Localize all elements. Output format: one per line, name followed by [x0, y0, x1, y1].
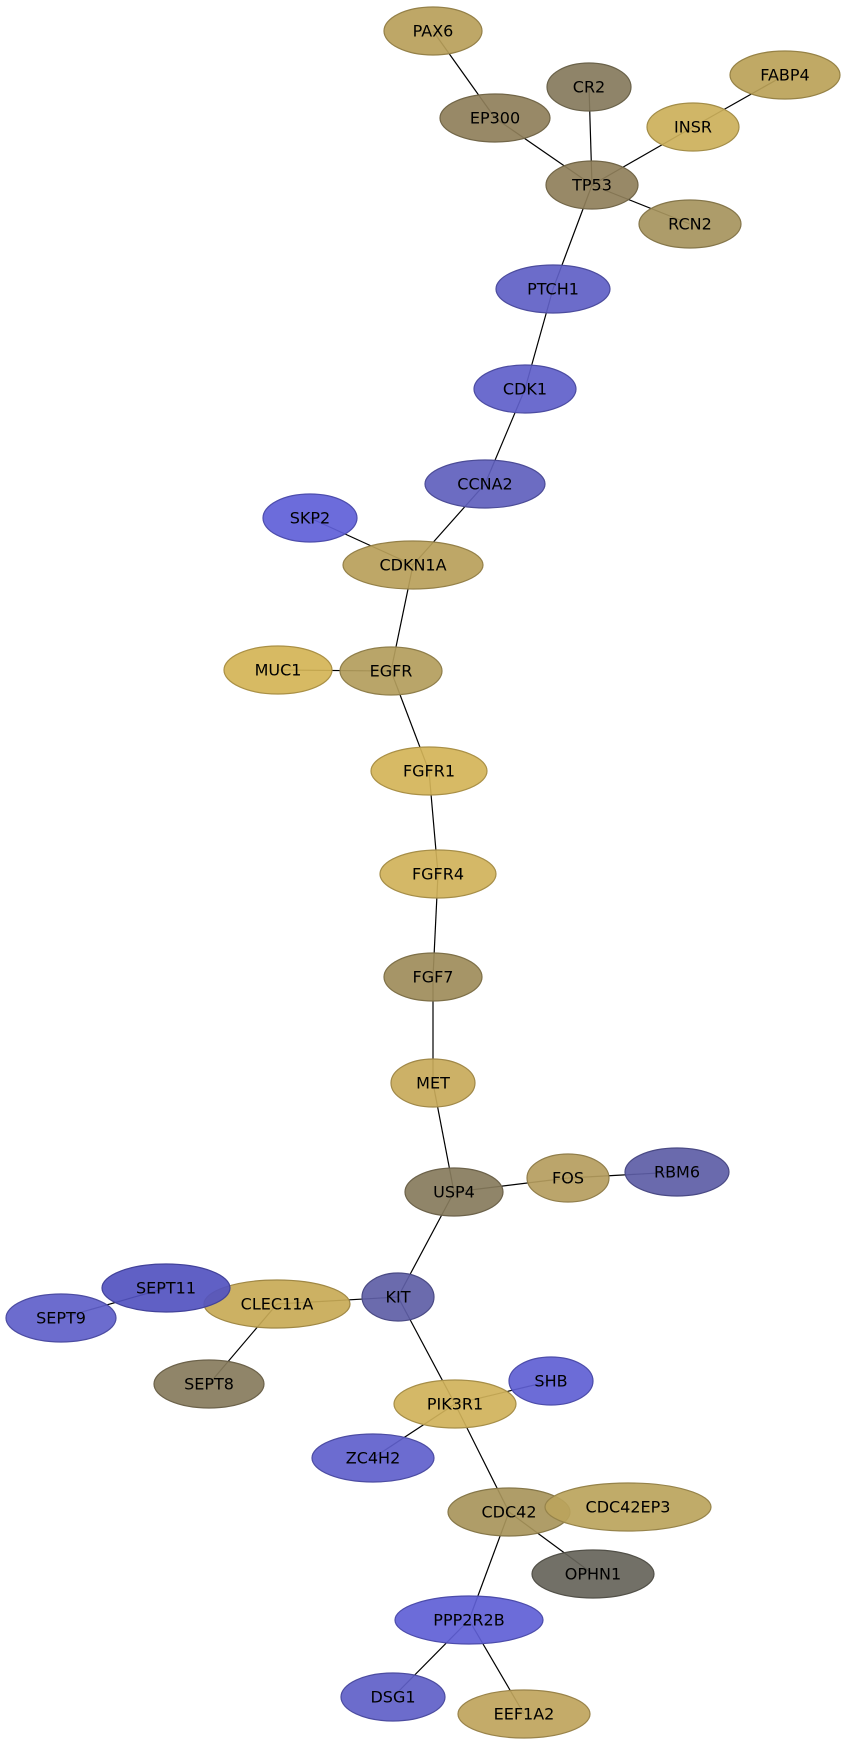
node-tp53[interactable]: TP53: [545, 160, 639, 210]
node-skp2[interactable]: SKP2: [262, 493, 358, 543]
node-ptch1[interactable]: PTCH1: [495, 264, 611, 314]
node-shape-fos[interactable]: [526, 1153, 610, 1203]
node-cr2[interactable]: CR2: [546, 62, 632, 112]
node-egfr[interactable]: EGFR: [339, 646, 443, 696]
node-shape-ccna2[interactable]: [424, 459, 546, 509]
node-eef1a2[interactable]: EEF1A2: [457, 1689, 591, 1739]
node-insr[interactable]: INSR: [646, 102, 740, 152]
node-ccna2[interactable]: CCNA2: [424, 459, 546, 509]
node-shape-ep300[interactable]: [439, 93, 551, 143]
node-shape-fgf7[interactable]: [383, 952, 483, 1002]
node-shape-insr[interactable]: [646, 102, 740, 152]
node-shape-shb[interactable]: [508, 1356, 594, 1406]
node-shape-ptch1[interactable]: [495, 264, 611, 314]
node-shape-ppp2r2b[interactable]: [394, 1595, 544, 1645]
node-shape-kit[interactable]: [361, 1272, 435, 1322]
node-shape-sept11[interactable]: [101, 1263, 231, 1313]
node-pax6[interactable]: PAX6: [383, 6, 483, 56]
node-sept11[interactable]: SEPT11: [101, 1263, 231, 1313]
node-cdk1[interactable]: CDK1: [473, 364, 577, 414]
node-shape-cr2[interactable]: [546, 62, 632, 112]
node-rbm6[interactable]: RBM6: [624, 1147, 730, 1197]
node-shape-pax6[interactable]: [383, 6, 483, 56]
node-shape-muc1[interactable]: [223, 645, 333, 695]
node-shape-fgfr1[interactable]: [370, 746, 488, 796]
node-shape-egfr[interactable]: [339, 646, 443, 696]
node-fgfr4[interactable]: FGFR4: [379, 849, 497, 899]
node-shape-pik3r1[interactable]: [393, 1379, 517, 1429]
node-cdkn1a[interactable]: CDKN1A: [342, 540, 484, 590]
node-shape-cdkn1a[interactable]: [342, 540, 484, 590]
node-shape-eef1a2[interactable]: [457, 1689, 591, 1739]
node-shape-rbm6[interactable]: [624, 1147, 730, 1197]
node-shape-sept9[interactable]: [5, 1293, 117, 1343]
node-sept8[interactable]: SEPT8: [153, 1359, 265, 1409]
node-fgf7[interactable]: FGF7: [383, 952, 483, 1002]
node-muc1[interactable]: MUC1: [223, 645, 333, 695]
node-fgfr1[interactable]: FGFR1: [370, 746, 488, 796]
node-shape-rcn2[interactable]: [638, 199, 742, 249]
node-shape-met[interactable]: [390, 1058, 476, 1108]
node-fabp4[interactable]: FABP4: [729, 50, 841, 100]
node-ep300[interactable]: EP300: [439, 93, 551, 143]
node-rcn2[interactable]: RCN2: [638, 199, 742, 249]
node-shape-dsg1[interactable]: [340, 1672, 446, 1722]
node-pik3r1[interactable]: PIK3R1: [393, 1379, 517, 1429]
node-fos[interactable]: FOS: [526, 1153, 610, 1203]
node-usp4[interactable]: USP4: [404, 1167, 504, 1217]
node-shape-fabp4[interactable]: [729, 50, 841, 100]
node-shape-zc4h2[interactable]: [311, 1433, 435, 1483]
node-zc4h2[interactable]: ZC4H2: [311, 1433, 435, 1483]
node-ophn1[interactable]: OPHN1: [531, 1549, 655, 1599]
node-dsg1[interactable]: DSG1: [340, 1672, 446, 1722]
node-ppp2r2b[interactable]: PPP2R2B: [394, 1595, 544, 1645]
node-sept9[interactable]: SEPT9: [5, 1293, 117, 1343]
node-shape-skp2[interactable]: [262, 493, 358, 543]
node-shape-fgfr4[interactable]: [379, 849, 497, 899]
node-shape-sept8[interactable]: [153, 1359, 265, 1409]
node-shb[interactable]: SHB: [508, 1356, 594, 1406]
node-shape-cdk1[interactable]: [473, 364, 577, 414]
node-shape-cdc42ep3[interactable]: [544, 1482, 712, 1532]
node-met[interactable]: MET: [390, 1058, 476, 1108]
node-shape-ophn1[interactable]: [531, 1549, 655, 1599]
node-shape-usp4[interactable]: [404, 1167, 504, 1217]
node-kit[interactable]: KIT: [361, 1272, 435, 1322]
node-shape-tp53[interactable]: [545, 160, 639, 210]
node-cdc42ep3[interactable]: CDC42EP3: [544, 1482, 712, 1532]
